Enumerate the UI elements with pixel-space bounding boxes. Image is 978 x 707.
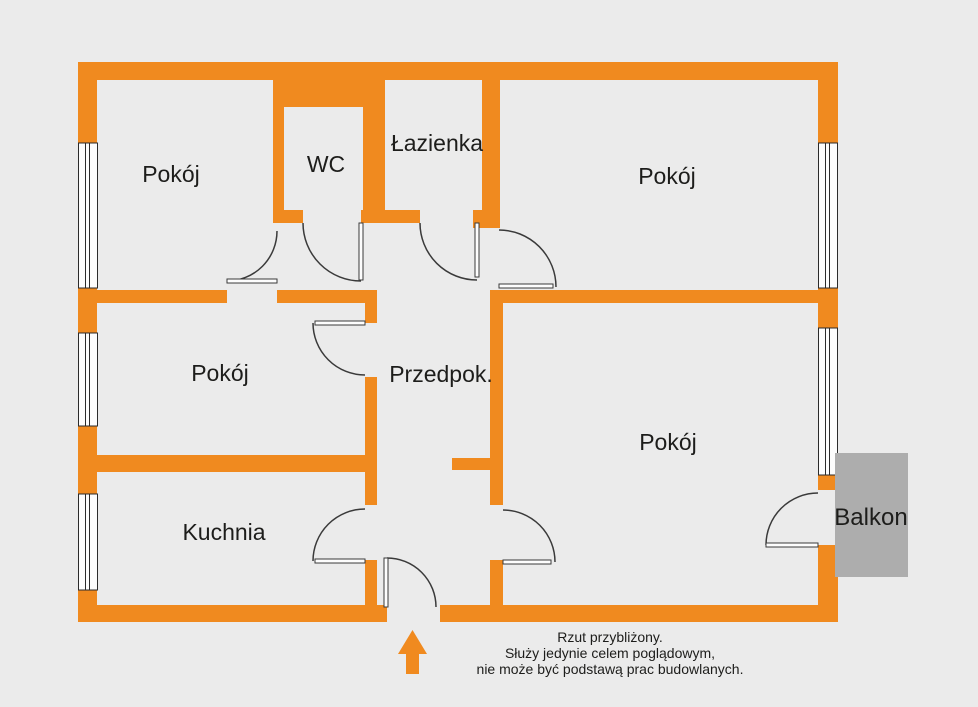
- wall-wc-top-block: [273, 62, 385, 107]
- wall-mid-right: [490, 290, 838, 303]
- wall-hall-right-lower: [490, 560, 503, 605]
- disclaimer-line-1: Rzut przybliżony.: [557, 629, 663, 645]
- label-hallway: Przedpok.: [389, 361, 493, 387]
- entrance-arrow-icon: [398, 630, 427, 674]
- window-room-middle-left: [78, 332, 98, 427]
- wall-kitchen-right-upper: [365, 472, 377, 505]
- wall-wc-left: [273, 80, 284, 213]
- door-room-bottom-right: [502, 509, 556, 565]
- label-room-top-left: Pokój: [142, 161, 200, 187]
- wall-left-seg4: [78, 590, 97, 622]
- door-wc: [302, 222, 364, 282]
- wall-bathroom-right: [482, 62, 500, 228]
- window-room-top-right: [818, 142, 838, 289]
- wall-kitchen-right-lower: [365, 560, 377, 605]
- wall-right-seg3: [818, 475, 838, 490]
- wall-hall-left-upper: [365, 290, 377, 323]
- wall-hall-right-stub: [452, 458, 490, 470]
- wall-bottom-left-of-entrance: [78, 605, 387, 622]
- wall-bottom-right-of-entrance: [440, 605, 838, 622]
- wall-top: [78, 62, 838, 80]
- label-room-bottom-right: Pokój: [639, 429, 697, 455]
- wall-right-seg4: [818, 545, 838, 622]
- disclaimer-text: Rzut przybliżony. Służy jedynie celem po…: [477, 629, 744, 677]
- door-room-middle-left: [312, 320, 366, 376]
- door-bathroom: [419, 222, 480, 281]
- wall-wc-bathroom-divider: [363, 107, 385, 213]
- disclaimer-line-3: nie może być podstawą prac budowlanych.: [477, 661, 744, 677]
- balcony-slab: [835, 453, 908, 577]
- wall-wc-bottom-stub: [273, 210, 303, 223]
- window-kitchen: [78, 493, 98, 591]
- label-balcony: Balkon: [834, 504, 907, 531]
- door-room-top-left: [226, 230, 278, 284]
- label-bathroom: Łazienka: [391, 130, 483, 156]
- window-room-bottom-right: [818, 327, 838, 476]
- door-entrance: [383, 557, 437, 608]
- window-room-top-left: [78, 142, 98, 289]
- wall-right-seg1: [818, 62, 838, 143]
- wall-hall-right: [490, 290, 503, 505]
- label-kitchen: Kuchnia: [182, 519, 265, 545]
- door-kitchen: [312, 508, 366, 564]
- wall-mid-left-a: [78, 290, 227, 303]
- label-room-middle-left: Pokój: [191, 360, 249, 386]
- balcony-area: [835, 453, 908, 577]
- label-wc: WC: [307, 151, 345, 177]
- walls: [78, 62, 838, 622]
- wall-left-seg1: [78, 62, 97, 143]
- disclaimer-line-2: Służy jedynie celem poglądowym,: [505, 645, 715, 661]
- room-labels: Pokój WC Łazienka Pokój Pokój Przedpok. …: [142, 130, 907, 545]
- wall-hall-left-mid: [365, 377, 377, 472]
- doors: [226, 222, 819, 608]
- wall-kitchen-top: [78, 455, 377, 472]
- door-room-top-right: [498, 229, 557, 289]
- windows: [78, 142, 838, 591]
- wall-mid-left-b: [277, 290, 377, 303]
- door-balcony: [765, 492, 819, 548]
- label-room-top-right: Pokój: [638, 163, 696, 189]
- wall-bath-bottom-a: [361, 210, 420, 223]
